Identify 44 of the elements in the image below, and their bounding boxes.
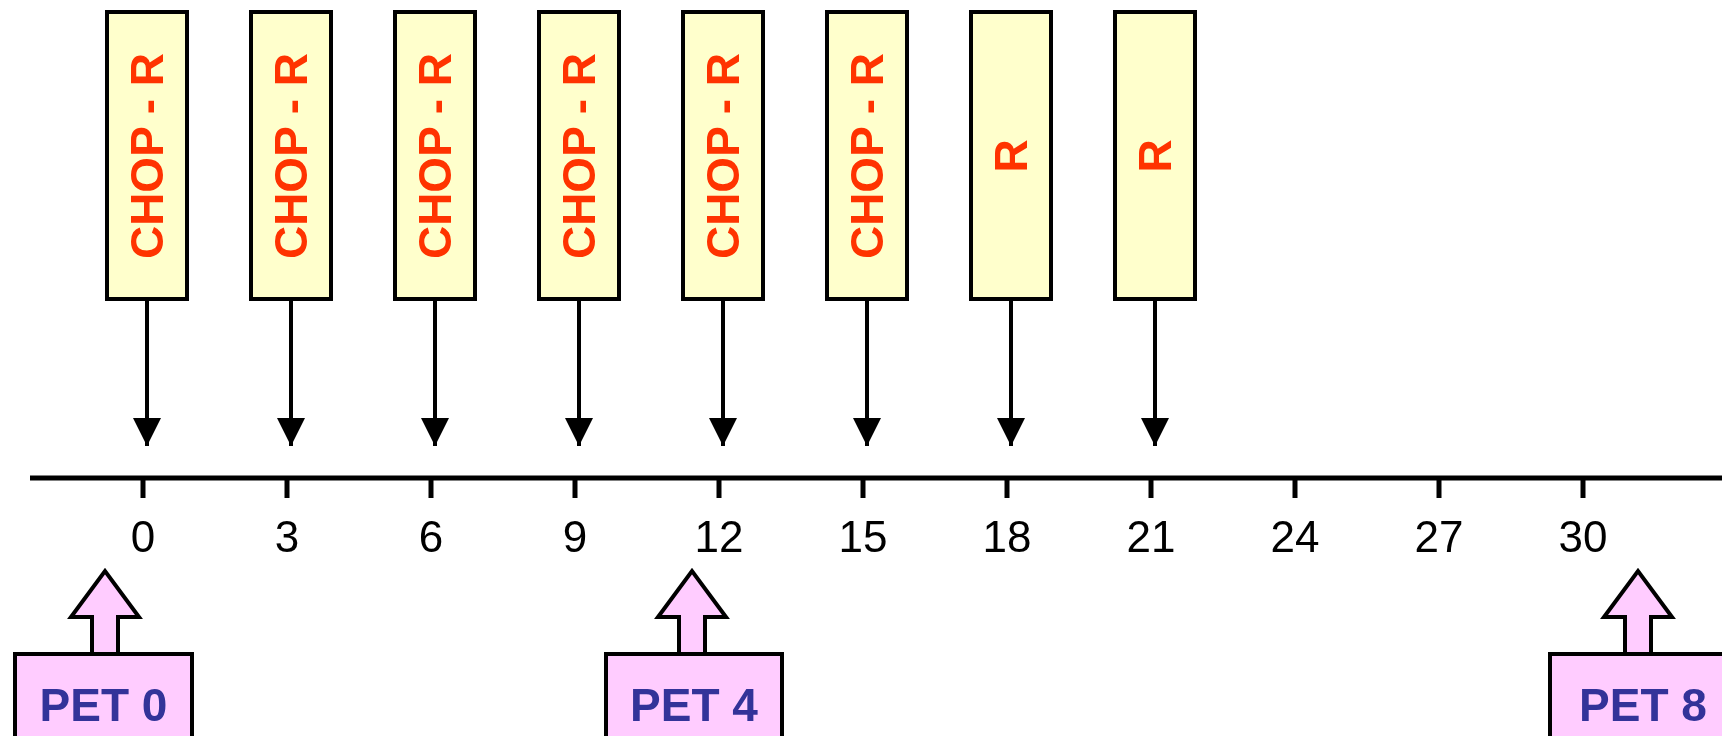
scan-label: PET 8 [1579,678,1707,732]
block-arrow [654,567,730,654]
scan-box [13,652,194,736]
regimen-label: R [984,138,1038,173]
treatment-box [537,10,621,301]
regimen-label: CHOP - R [120,52,174,259]
scan-label: PET 4 [630,678,758,732]
treatment-box [249,10,333,301]
treatment-box [105,10,189,301]
treatment-box [1113,10,1197,301]
tick-label: 27 [1414,512,1464,562]
tick-label: 15 [838,512,888,562]
tick-label: 9 [562,512,588,562]
tick-label: 24 [1270,512,1320,562]
treatment-box [969,10,1053,301]
arrow [853,301,881,446]
arrow [421,301,449,446]
tick-label: 3 [274,512,300,562]
tick-label: 12 [694,512,744,562]
regimen-label: CHOP - R [264,52,318,259]
tick-label: 0 [130,512,156,562]
treatment-box [681,10,765,301]
arrow [709,301,737,446]
scan-box [604,652,784,736]
regimen-label: CHOP - R [840,52,894,259]
regimen-label: CHOP - R [696,52,750,259]
tick-label: 6 [418,512,444,562]
block-arrow [67,567,143,654]
regimen-label: CHOP - R [552,52,606,259]
regimen-label: R [1128,138,1182,173]
treatment-box [825,10,909,301]
tick-label: 21 [1126,512,1176,562]
scan-label: PET 0 [39,678,168,732]
arrow [277,301,305,446]
tick-label: 30 [1558,512,1608,562]
arrow [133,301,161,446]
treatment-box [393,10,477,301]
arrow [1141,301,1169,446]
scan-box [1548,652,1722,736]
block-arrow [1600,567,1676,654]
arrow [997,301,1025,446]
regimen-label: CHOP - R [408,52,462,259]
tick-label: 18 [982,512,1032,562]
arrow [565,301,593,446]
